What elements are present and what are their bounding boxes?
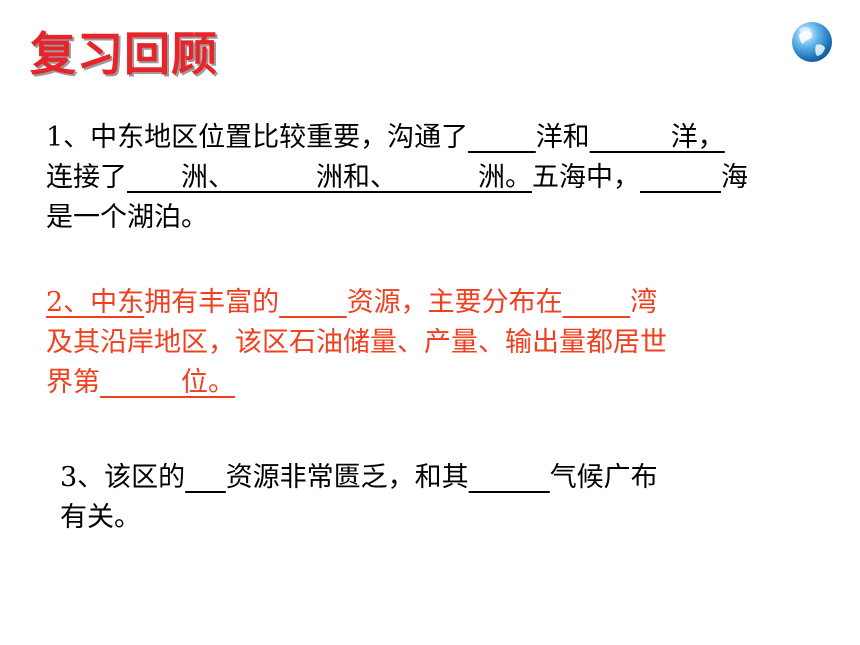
question-1: 1、中东地区位置比较重要，沟通了_____洋和______洋， 连接了____洲… xyxy=(46,118,748,238)
blank-resource: _____ xyxy=(279,287,347,318)
globe-icon xyxy=(792,22,832,62)
blank-climate: ______ xyxy=(468,462,550,493)
blank-ocean-1: _____ xyxy=(468,122,536,153)
q2-text: 资源，主要分布在 xyxy=(346,287,563,318)
q1-text: 洋， xyxy=(670,122,725,153)
q1-text: 1、中东地区位置比较重要，沟通了 xyxy=(46,122,469,153)
q1-text: 是一个湖泊。 xyxy=(46,202,208,233)
q3-text: 有关。 xyxy=(60,502,141,533)
question-3: 3、该区的___资源非常匮乏，和其______气候广布 有关。 xyxy=(60,458,658,538)
blank-rank: ______位。 xyxy=(100,367,235,398)
blank-scarce-resource: ___ xyxy=(185,462,226,493)
q2-text: 拥有丰富的 xyxy=(144,287,280,318)
q1-line-3: 是一个湖泊。 xyxy=(46,198,748,238)
blank-continents: ____洲、______洲和、______洲。 xyxy=(127,162,532,193)
q2-line-3: 界第______位。 xyxy=(46,363,667,403)
q1-text: 五海中， xyxy=(532,162,640,193)
blank-sea: ______ xyxy=(640,162,721,193)
page-title: 复习回顾 xyxy=(30,27,218,81)
q1-line-2: 连接了____洲、______洲和、______洲。五海中，______海 xyxy=(46,158,748,198)
q2-line-1: 2、中东拥有丰富的_____资源，主要分布在_____湾 xyxy=(46,283,667,323)
blank-ocean-2: ______ xyxy=(589,122,671,153)
q3-line-2: 有关。 xyxy=(60,498,658,538)
q2-text: 及其沿岸地区，该区石油储量、产量、输出量都居世 xyxy=(46,327,667,358)
q1-text: 海 xyxy=(721,162,748,193)
blank-gulf: _____ xyxy=(562,287,631,318)
q2-text: 湾 xyxy=(630,287,658,318)
q3-text: 3、该区的 xyxy=(60,462,186,493)
q3-line-1: 3、该区的___资源非常匮乏，和其______气候广布 xyxy=(60,458,658,498)
q1-line-1: 1、中东地区位置比较重要，沟通了_____洋和______洋， xyxy=(46,118,748,158)
question-2: 2、中东拥有丰富的_____资源，主要分布在_____湾 及其沿岸地区，该区石油… xyxy=(46,283,667,403)
q1-text: 洋和 xyxy=(535,122,590,153)
q2-text: 界第 xyxy=(46,367,100,398)
q2-text: 2、中东 xyxy=(46,287,145,318)
q3-text: 气候广布 xyxy=(549,462,658,493)
q2-line-2: 及其沿岸地区，该区石油储量、产量、输出量都居世 xyxy=(46,323,667,363)
q3-text: 资源非常匮乏，和其 xyxy=(225,462,469,493)
q1-text: 连接了 xyxy=(46,162,127,193)
